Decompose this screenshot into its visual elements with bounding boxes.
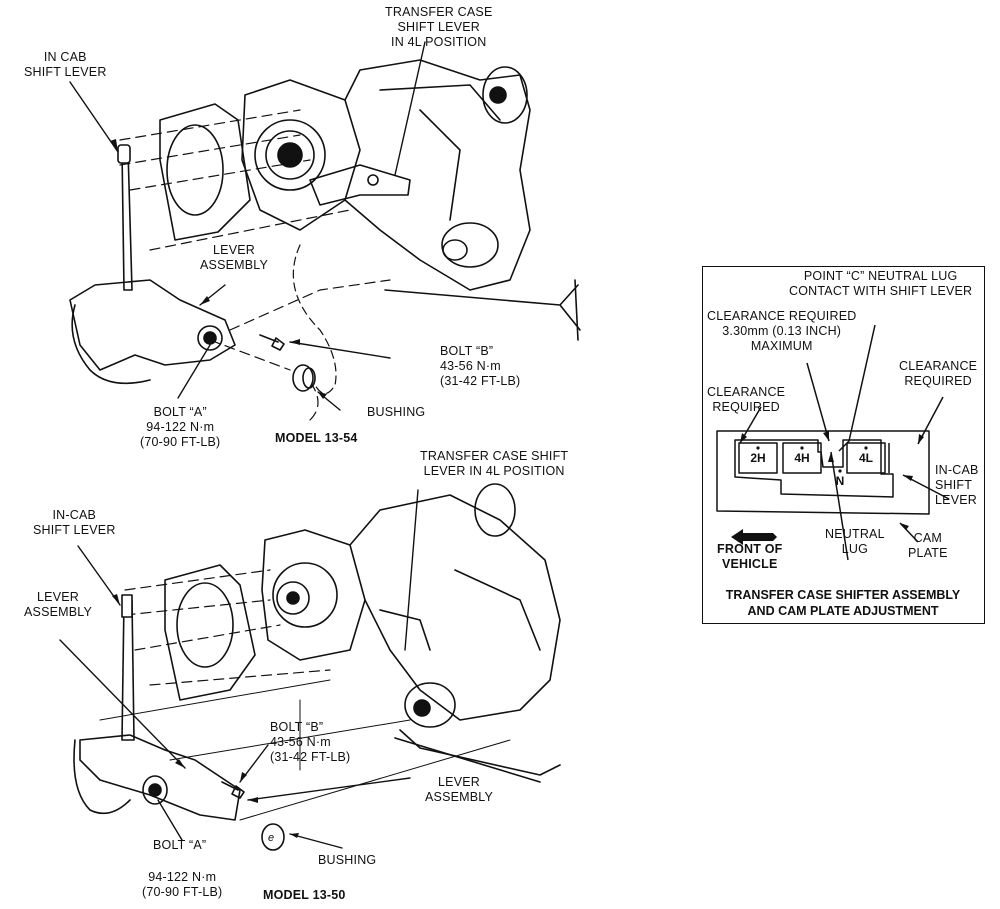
label-bolt-b-top: BOLT “B” 43-56 N·m (31-42 FT-LB) bbox=[440, 344, 521, 388]
bracket bbox=[384, 284, 581, 331]
label-clearance-required-right: CLEARANCE REQUIRED bbox=[899, 359, 978, 388]
label-transfer-case-shift-lever-bottom: TRANSFER CASE SHIFT LEVER IN 4L POSITION bbox=[420, 449, 569, 478]
label-point-c: POINT “C” NEUTRAL LUG CONTACT WITH SHIFT… bbox=[789, 269, 973, 298]
label-clearance-maximum: CLEARANCE REQUIRED 3.30mm (0.13 INCH) MA… bbox=[707, 309, 857, 353]
bolt-b-top bbox=[259, 334, 285, 351]
model-13-50-caption: MODEL 13-50 bbox=[263, 888, 346, 902]
label-bolt-a-bottom: BOLT “A” bbox=[153, 838, 207, 852]
label-front-of-vehicle: FRONT OF VEHICLE bbox=[717, 542, 783, 571]
adapter-plate-bore bbox=[166, 124, 224, 216]
rear-output bbox=[404, 682, 456, 728]
inset-caption: TRANSFER CASE SHIFTER ASSEMBLY AND CAM P… bbox=[725, 588, 961, 618]
front-of-vehicle-arrow-icon bbox=[731, 529, 777, 545]
label-in-cab-shift-lever-inset: IN-CAB SHIFT LEVER bbox=[935, 463, 979, 507]
gate-label-4l: 4L bbox=[858, 451, 873, 465]
case-front-face bbox=[261, 529, 366, 661]
bolt-b-bottom bbox=[221, 781, 245, 799]
bushing-bottom bbox=[261, 823, 285, 851]
gate-label-2h: 2H bbox=[750, 451, 766, 465]
gate-4h bbox=[782, 442, 822, 474]
label-bolt-a-top: BOLT “A” 94-122 N·m (70-90 FT-LB) bbox=[140, 405, 221, 449]
label-in-cab-shift-lever-top: IN CAB SHIFT LEVER bbox=[24, 50, 107, 79]
gate-label-4h: 4H bbox=[794, 451, 810, 465]
bottom-assembly-drawing: e bbox=[73, 483, 561, 851]
label-bushing-bottom: BUSHING bbox=[318, 853, 377, 867]
label-neutral-lug: NEUTRAL LUG bbox=[825, 527, 885, 556]
label-in-cab-shift-lever-bottom: IN-CAB SHIFT LEVER bbox=[33, 508, 116, 537]
gate-label-n: N bbox=[835, 474, 845, 488]
in-cab-shift-lever-shaft bbox=[121, 599, 135, 741]
label-cam-plate: CAM PLATE bbox=[908, 531, 948, 560]
label-transfer-case-shift-lever-top: TRANSFER CASE SHIFT LEVER IN 4L POSITION bbox=[385, 5, 493, 49]
output-yoke bbox=[474, 483, 516, 537]
shifter-base bbox=[79, 734, 241, 821]
model-13-54-caption: MODEL 13-54 bbox=[275, 431, 358, 445]
transfer-case-body bbox=[349, 494, 561, 721]
label-lever-assembly-right: LEVER ASSEMBLY bbox=[425, 775, 494, 804]
label-bolt-a-torque-bottom: 94-122 N·m (70-90 FT-LB) bbox=[142, 870, 223, 899]
top-assembly-drawing bbox=[69, 59, 581, 421]
output-yoke bbox=[482, 66, 528, 124]
cam-plate-outline bbox=[716, 430, 930, 515]
adapter-plate bbox=[159, 103, 251, 241]
label-clearance-required-left: CLEARANCE REQUIRED bbox=[707, 385, 786, 414]
inset-line-art bbox=[716, 324, 950, 561]
cam-plate-gate bbox=[734, 439, 894, 498]
cam-plate-adjustment-inset: POINT “C” NEUTRAL LUG CONTACT WITH SHIFT… bbox=[702, 266, 985, 624]
gate-4l bbox=[846, 442, 886, 474]
label-bushing-top: BUSHING bbox=[367, 405, 426, 419]
case-shift-lever bbox=[309, 164, 411, 206]
label-lever-assembly-left: LEVER ASSEMBLY bbox=[24, 590, 93, 619]
svg-text:e: e bbox=[268, 832, 274, 844]
label-lever-assembly-top: LEVER ASSEMBLY bbox=[200, 243, 269, 272]
shifter-base bbox=[69, 279, 236, 371]
in-cab-shift-lever-shaft bbox=[121, 149, 133, 291]
gate-2h bbox=[738, 442, 778, 474]
adapter-plate bbox=[164, 564, 256, 701]
label-bolt-b-bottom: BOLT “B” 43-56 N·m (31-42 FT-LB) bbox=[270, 720, 351, 764]
transfer-case-body bbox=[344, 59, 531, 291]
